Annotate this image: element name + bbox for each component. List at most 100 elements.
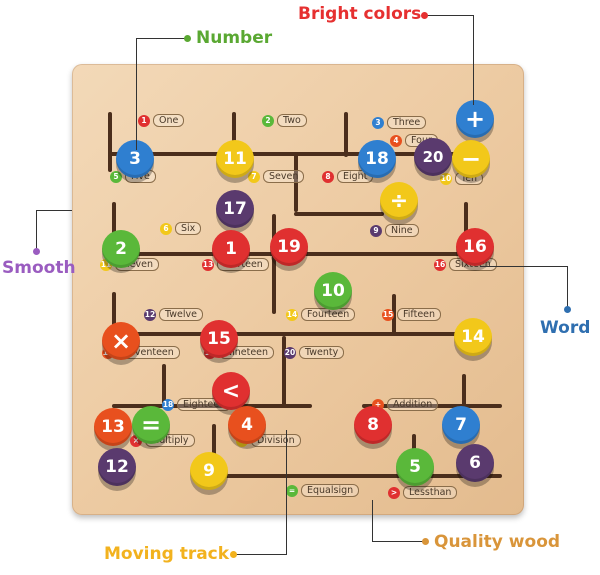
piece-19[interactable]: 19 <box>270 228 308 266</box>
label-number: 9 <box>370 224 382 237</box>
callout-quality-wood: Quality wood <box>434 532 561 552</box>
track-slot <box>272 214 276 314</box>
callout-smooth: Smooth <box>2 258 76 278</box>
label-word: Three <box>387 116 427 129</box>
piece-13[interactable]: 13 <box>94 408 132 446</box>
track-slot <box>344 112 348 157</box>
leader-line-word <box>567 266 568 308</box>
piece-2[interactable]: 2 <box>102 230 140 268</box>
leader-line-smooth <box>36 210 37 252</box>
label-word: Division <box>251 434 301 447</box>
piece-14[interactable]: 14 <box>454 318 492 356</box>
piece-20[interactable]: 20 <box>414 138 452 176</box>
leader-dot-number <box>184 35 191 42</box>
piece-5[interactable]: 5 <box>396 448 434 486</box>
piece-equals[interactable]: = <box>132 406 170 444</box>
label-number: 15 <box>382 308 394 321</box>
track-slot <box>112 202 116 252</box>
label-number: 7 <box>248 170 260 183</box>
label-number: 3 <box>372 116 384 129</box>
label-number: 14 <box>286 308 298 321</box>
piece-11[interactable]: 11 <box>216 140 254 178</box>
track-slot <box>282 336 286 406</box>
piece-9[interactable]: 9 <box>190 452 228 490</box>
leader-dot-word <box>564 306 571 313</box>
piece-8[interactable]: 8 <box>354 406 392 444</box>
piece-18[interactable]: 18 <box>358 140 396 178</box>
label-number: 2 <box>262 114 274 127</box>
leader-line-number <box>136 38 186 39</box>
track-slot <box>108 152 488 156</box>
label-word: Fifteen <box>397 308 442 321</box>
leader-dot-smooth <box>33 248 40 255</box>
label-word: Two <box>277 114 307 127</box>
piece-divide[interactable]: ÷ <box>380 182 418 220</box>
label-number: 16 <box>434 258 446 271</box>
piece-17[interactable]: 17 <box>216 190 254 228</box>
track-slot <box>112 404 312 408</box>
label-number: 1 <box>138 114 150 127</box>
label-word: Twenty <box>299 346 345 359</box>
label-number: 4 <box>390 134 402 147</box>
leader-line-bright <box>426 15 474 16</box>
label-number: 13 <box>202 258 214 271</box>
label-number: 10 <box>440 172 452 185</box>
callout-bright-colors: Bright colors <box>298 4 422 24</box>
board-label: >Lessthan <box>388 486 458 499</box>
piece-plus[interactable]: + <box>456 100 494 138</box>
callout-moving-track: Moving track <box>104 544 230 564</box>
label-number: 5 <box>110 170 122 183</box>
leader-line-bright <box>473 15 474 105</box>
track-slot <box>162 364 166 404</box>
leader-line-number <box>136 38 137 150</box>
leader-line-track <box>236 554 287 555</box>
label-word: Nine <box>385 224 419 237</box>
label-number: = <box>286 484 298 497</box>
piece-4[interactable]: 4 <box>228 406 266 444</box>
track-slot <box>212 424 216 474</box>
board-label: =Equalsign <box>286 484 360 497</box>
label-word: Twelve <box>159 308 203 321</box>
piece-7[interactable]: 7 <box>442 406 480 444</box>
track-slot <box>108 112 112 172</box>
label-number: > <box>388 486 400 499</box>
label-word: Addition <box>387 398 439 411</box>
label-number: 6 <box>160 222 172 235</box>
leader-line-wood <box>372 500 373 542</box>
callout-word: Word <box>540 318 591 338</box>
label-word: Six <box>175 222 202 235</box>
piece-16[interactable]: 16 <box>456 228 494 266</box>
leader-dot-wood <box>422 538 429 545</box>
piece-1[interactable]: 1 <box>212 230 250 268</box>
piece-10[interactable]: 10 <box>314 272 352 310</box>
piece-lessthan[interactable]: < <box>212 372 250 410</box>
piece-15[interactable]: 15 <box>200 320 238 358</box>
piece-12[interactable]: 12 <box>98 448 136 486</box>
track-slot <box>232 112 236 157</box>
label-word: Lessthan <box>403 486 458 499</box>
piece-minus[interactable]: − <box>452 140 490 178</box>
piece-3[interactable]: 3 <box>116 140 154 178</box>
piece-6[interactable]: 6 <box>456 444 494 482</box>
label-number: 8 <box>322 170 334 183</box>
leader-line-wood <box>372 541 424 542</box>
track-slot <box>464 202 468 252</box>
piece-multiply[interactable]: × <box>102 322 140 360</box>
leader-line-track <box>286 430 287 554</box>
track-slot <box>462 374 466 414</box>
leader-line-smooth <box>36 210 72 211</box>
track-slot <box>362 404 502 408</box>
label-word: Fourteen <box>301 308 356 321</box>
track-slot <box>294 212 384 216</box>
leader-line-word <box>480 266 568 267</box>
